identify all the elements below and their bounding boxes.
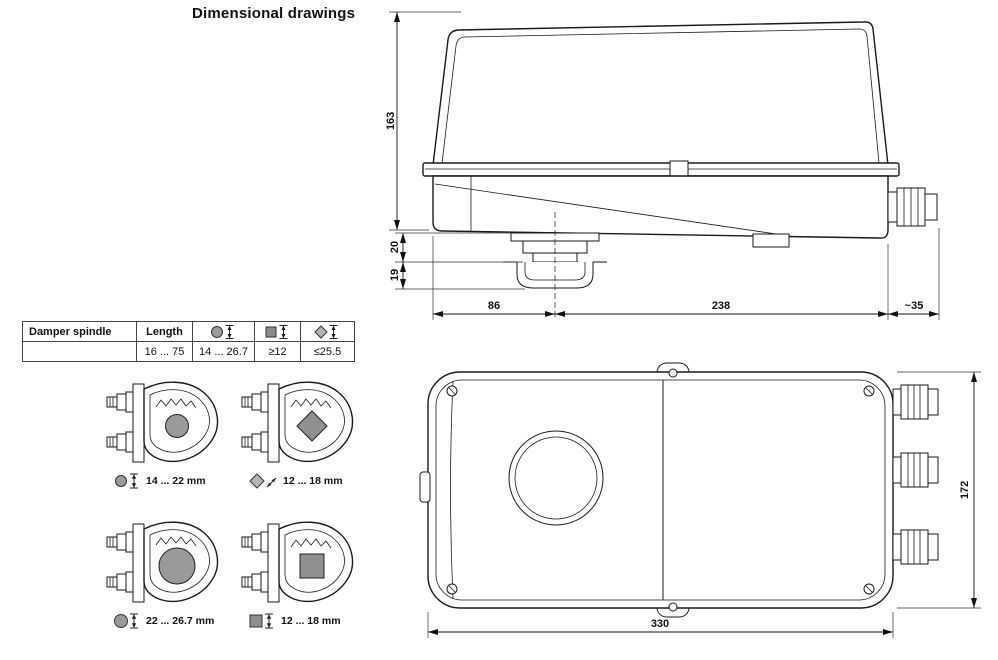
clamp-drawing-round-large — [106, 521, 219, 603]
square-spindle-icon — [265, 324, 288, 339]
table-header-row: Damper spindle Length — [22, 321, 355, 342]
clamp-teeth — [290, 398, 332, 409]
housing-top-outline — [427, 371, 894, 609]
actuator-base — [432, 175, 889, 239]
clamp-label-square: 12 ... 18 mm — [249, 612, 373, 630]
clamp-label-text: 14 ... 22 mm — [146, 475, 206, 487]
mounting-hole-top — [668, 368, 678, 378]
dim-330-label: 330 — [651, 618, 669, 630]
mounting-tab-top — [656, 362, 690, 373]
dim-163-label: 163 — [385, 112, 397, 130]
square-spindle — [299, 553, 325, 579]
spindle-opening-outer — [508, 430, 604, 526]
clamp-teeth — [155, 536, 197, 547]
clamp-figure-round-small: 14 ... 22 mm — [106, 377, 238, 490]
dim-238-label: 238 — [712, 300, 730, 312]
clamp-label-round-small: 14 ... 22 mm — [114, 472, 238, 490]
square-icon — [249, 613, 273, 629]
cell-diamond-value: ≤25.5 — [300, 341, 355, 362]
cable-gland-side — [887, 187, 938, 227]
cell-square-value: ≥12 — [254, 341, 301, 362]
header-round-symbol — [192, 321, 255, 342]
clamp-label-text: 12 ... 18 mm — [283, 475, 343, 487]
round-spindle-large — [158, 547, 196, 585]
clamp-teeth — [155, 398, 197, 409]
clamp-teeth — [290, 538, 332, 549]
housing-rim — [422, 162, 900, 177]
cell-empty — [22, 341, 137, 362]
top-view-drawing: 330 172 — [419, 362, 981, 638]
clamp-drawing-square — [241, 521, 354, 603]
table-value-row: 16 ... 75 14 ... 26.7 ≥12 ≤25.5 — [22, 341, 355, 362]
cable-gland-top-1 — [892, 384, 939, 420]
dim-172-label: 172 — [959, 481, 971, 499]
mounting-hole-bottom — [668, 602, 678, 612]
dim-35-label: ~35 — [905, 300, 924, 312]
actuator-cover — [432, 21, 889, 166]
spindle-opening-inner — [514, 436, 598, 520]
header-square-symbol — [254, 321, 301, 342]
clamp-label-round-large: 22 ... 26.7 mm — [114, 612, 238, 630]
clamp-bracket — [132, 383, 145, 463]
clamp-drawing-diamond — [241, 381, 354, 463]
cover-inner-line — [441, 28, 880, 164]
bolt-icon — [241, 531, 269, 593]
cable-gland-top-3 — [892, 529, 939, 565]
base-foot-tab — [752, 233, 790, 248]
dim-19-label: 19 — [389, 269, 401, 281]
damper-spindle-table: Damper spindle Length — [22, 321, 355, 362]
cell-round-value: 14 ... 26.7 — [192, 341, 255, 362]
side-view-drawing: 163 20 19 86 238 ~35 — [385, 11, 940, 320]
header-length: Length — [136, 321, 193, 342]
header-diamond-symbol — [300, 321, 355, 342]
clamp-figure-square: 12 ... 18 mm — [241, 517, 373, 630]
dim-86-label: 86 — [488, 300, 500, 312]
clamp-figure-diamond: 12 ... 18 mm — [241, 377, 373, 490]
clamp-bracket — [132, 523, 145, 603]
cell-length-value: 16 ... 75 — [136, 341, 193, 362]
clamp-label-diamond: 12 ... 18 mm — [249, 472, 373, 490]
round-large-icon — [114, 613, 138, 629]
page-title: Dimensional drawings — [192, 5, 356, 22]
clamp-label-text: 22 ... 26.7 mm — [146, 615, 215, 627]
bolt-icon — [241, 391, 269, 453]
diamond-spindle — [296, 410, 328, 442]
clamp-bracket — [267, 383, 280, 463]
header-damper-spindle: Damper spindle — [22, 321, 137, 342]
round-spindle-small — [165, 414, 189, 438]
dim-20-label: 20 — [389, 241, 401, 253]
clamp-drawing-round-small — [106, 381, 219, 463]
bolt-icon — [106, 531, 134, 593]
cable-gland-top-2 — [892, 452, 939, 488]
bolt-icon — [106, 391, 134, 453]
clamp-label-text: 12 ... 18 mm — [281, 615, 341, 627]
corner-screw-icon — [446, 385, 875, 595]
round-spindle-icon — [211, 324, 234, 339]
diamond-spindle-icon — [314, 324, 338, 339]
side-tab — [419, 471, 431, 503]
clamp-bracket — [267, 523, 280, 603]
mounting-tab-bottom — [656, 607, 690, 618]
diamond-icon — [249, 473, 277, 489]
round-small-icon — [115, 473, 138, 489]
clamp-figure-round-large: 22 ... 26.7 mm — [106, 517, 238, 630]
